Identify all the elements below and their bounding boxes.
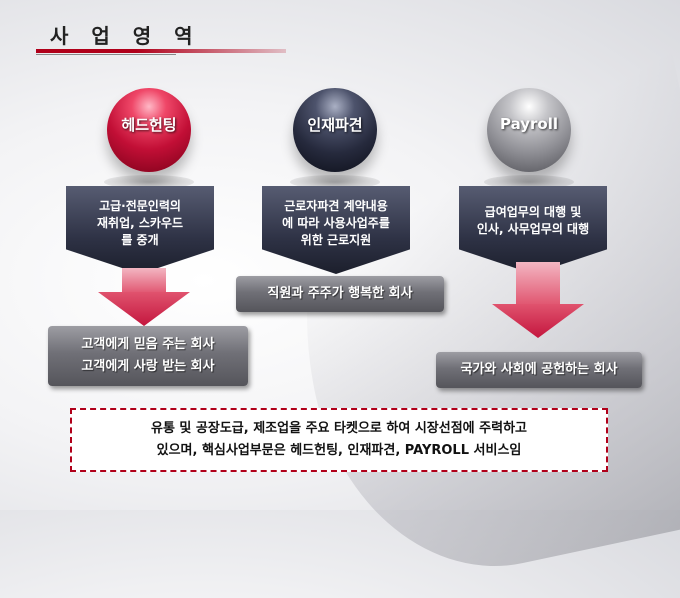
outcome-left-box: 고객에게 믿음 주는 회사 고객에게 사랑 받는 회사: [48, 326, 248, 386]
dispatch-sphere[interactable]: 인재파견: [293, 88, 377, 172]
summary-line: 있으며, 핵심사업부문은 헤드헌팅, 인재파견, PAYROLL 서비스임: [156, 443, 522, 458]
outcome-line: 고객에게 믿음 주는 회사: [81, 337, 215, 352]
summary-box: 유통 및 공장도급, 제조업을 주요 타켓으로 하여 시장선점에 주력하고 있으…: [70, 408, 608, 472]
title-underline: [36, 49, 286, 53]
summary-line: 유통 및 공장도급, 제조업을 주요 타켓으로 하여 시장선점에 주력하고: [150, 421, 528, 436]
description-line: 인사, 사무업무의 대행: [476, 222, 590, 236]
headhunting-sphere[interactable]: 헤드헌팅: [107, 88, 191, 172]
description-line: 를 중개: [121, 233, 159, 247]
title-underline-thin: [36, 54, 176, 55]
outcome-line: 직원과 주주가 행복한 회사: [267, 286, 413, 301]
outcome-line: 고객에게 사랑 받는 회사: [81, 359, 215, 374]
sphere-shadow: [104, 175, 194, 189]
description-line: 에 따라 사용사업주를: [282, 216, 390, 230]
outcome-right-box: 국가와 사회에 공헌하는 회사: [436, 352, 642, 388]
outcome-line: 국가와 사회에 공헌하는 회사: [460, 362, 618, 377]
description-line: 근로자파견 계약내용: [284, 199, 388, 213]
dispatch-label: 인재파견: [307, 115, 363, 134]
payroll-sphere[interactable]: Payroll: [487, 88, 571, 172]
payroll-label: Payroll: [499, 115, 558, 133]
sphere-shadow: [484, 175, 574, 189]
outcome-center-box: 직원과 주주가 행복한 회사: [236, 276, 444, 312]
description-line: 재취업, 스카우드: [96, 216, 184, 230]
description-line: 위한 근로지원: [300, 233, 372, 247]
sphere-shadow: [290, 175, 380, 189]
headhunting-label: 헤드헌팅: [121, 115, 177, 134]
description-line: 급여업무의 대행 및: [484, 205, 582, 219]
headhunting-description: 고급·전문인력의 재취업, 스카우드 를 중개: [66, 186, 214, 274]
page-title: 사 업 영 역: [50, 24, 201, 48]
description-line: 고급·전문인력의: [99, 199, 181, 213]
